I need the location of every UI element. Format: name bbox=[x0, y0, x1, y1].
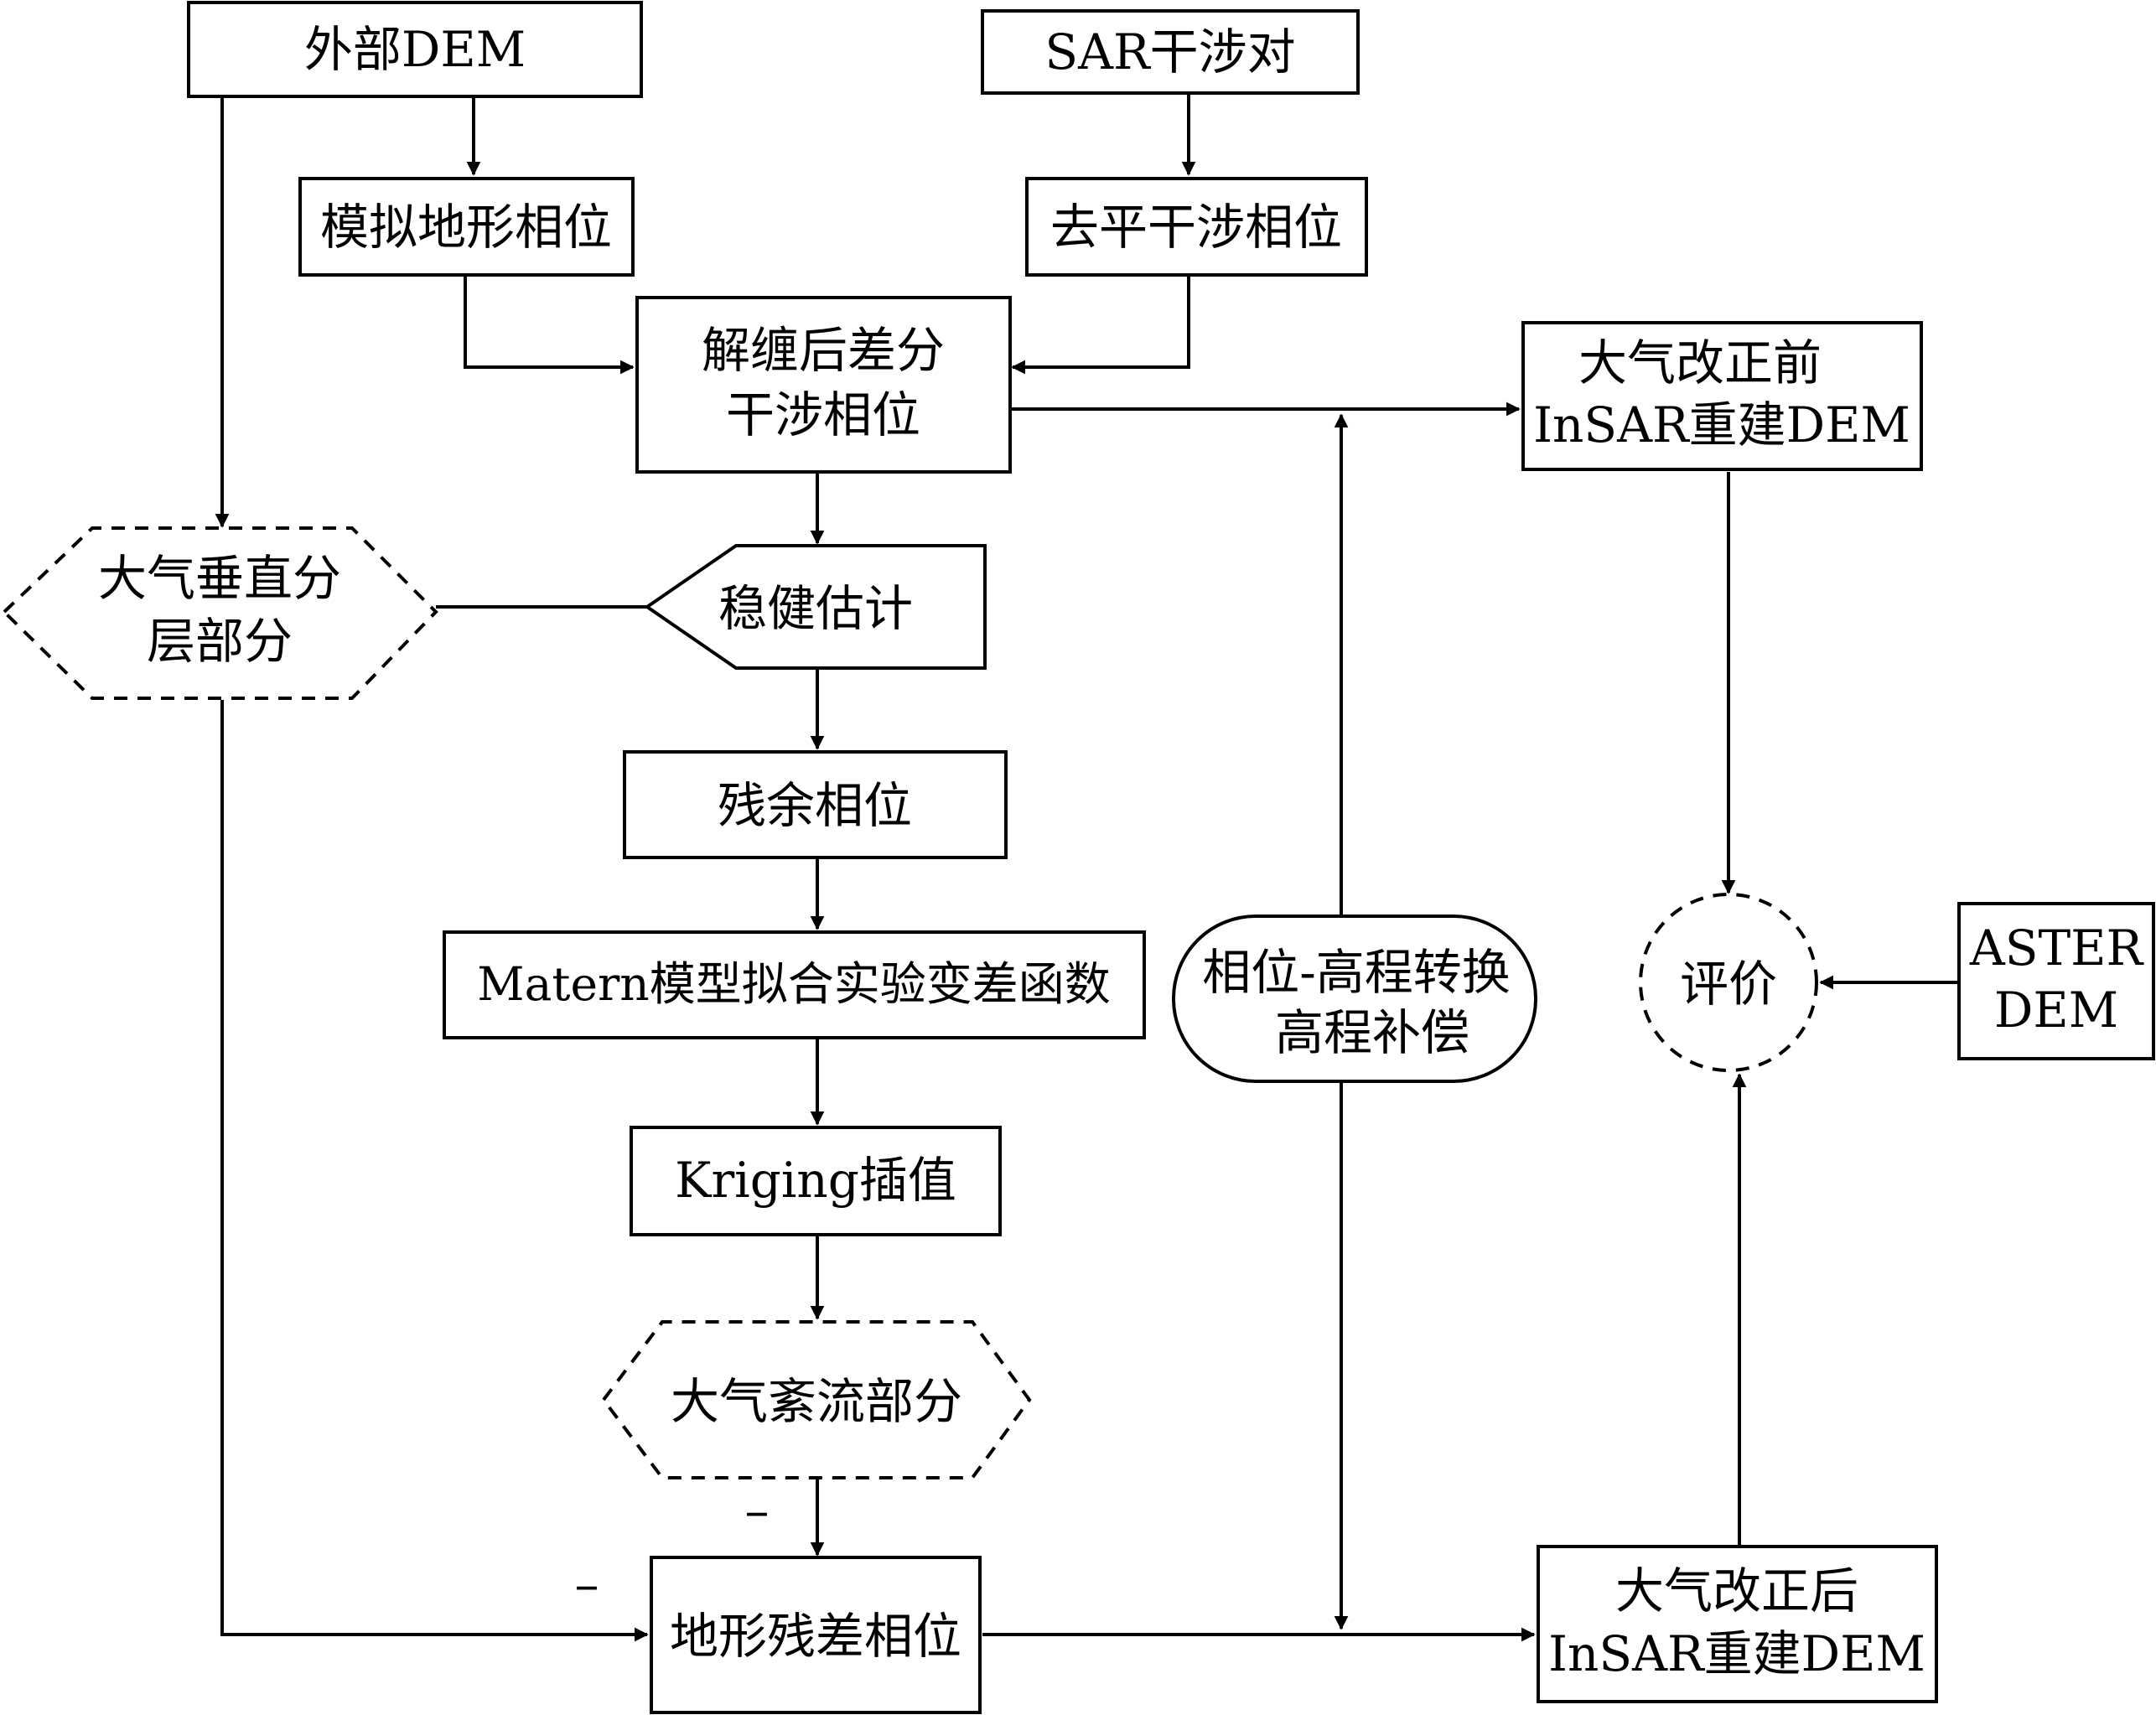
node-before-correction: 大气改正前 InSAR重建DEM bbox=[1521, 321, 1923, 471]
node-evaluation: 评价 bbox=[1639, 893, 1818, 1072]
node-external-dem: 外部DEM bbox=[187, 1, 643, 98]
atm-vertical-line1: 大气垂直分 bbox=[98, 550, 341, 607]
simulated-phase-label: 模拟地形相位 bbox=[320, 199, 612, 256]
node-kriging: Kriging插值 bbox=[630, 1126, 1002, 1236]
node-unwrapped-diff: 解缠后差分 干涉相位 bbox=[635, 296, 1012, 474]
atm-turbulent-label: 大气紊流部分 bbox=[671, 1373, 962, 1430]
unwrapped-diff-line1: 解缠后差分 bbox=[702, 322, 945, 379]
flattened-phase-label: 去平干涉相位 bbox=[1050, 199, 1342, 256]
evaluation-label: 评价 bbox=[1680, 956, 1777, 1013]
node-atm-vertical: 大气垂直分 层部分 bbox=[2, 526, 438, 700]
node-phase-height: 相位-高程转换 高程补偿 bbox=[1172, 914, 1537, 1083]
unwrapped-diff-line2: 干涉相位 bbox=[726, 386, 920, 443]
residual-phase-label: 残余相位 bbox=[718, 777, 912, 834]
robust-estimation-label: 稳健估计 bbox=[718, 580, 913, 637]
matern-fit-label: Matern模型拟合实验变差函数 bbox=[477, 957, 1110, 1011]
sar-pair-label: SAR干涉对 bbox=[1044, 23, 1295, 80]
minus-sign-turbulent: – bbox=[745, 1482, 770, 1539]
node-simulated-phase: 模拟地形相位 bbox=[298, 177, 635, 277]
edges bbox=[215, 93, 1957, 1642]
node-after-correction: 大气改正后 InSAR重建DEM bbox=[1537, 1545, 1938, 1703]
before-correction-line2: InSAR重建DEM bbox=[1533, 396, 1910, 453]
after-correction-line1: 大气改正后 bbox=[1615, 1562, 1858, 1619]
external-dem-label: 外部DEM bbox=[304, 21, 526, 78]
edge-flatphase-to-unwrapped bbox=[1011, 275, 1190, 375]
node-residual-phase: 残余相位 bbox=[623, 750, 1008, 859]
edge-atm-vertical-to-terrain bbox=[220, 700, 649, 1642]
aster-dem-line1: ASTER bbox=[1969, 920, 2145, 977]
before-correction-line1: 大气改正前 bbox=[1578, 334, 1822, 391]
node-aster-dem: ASTER DEM bbox=[1957, 902, 2155, 1060]
node-sar-pair: SAR干涉对 bbox=[981, 9, 1360, 95]
kriging-label: Kriging插值 bbox=[675, 1152, 956, 1209]
node-atm-turbulent: 大气紊流部分 bbox=[601, 1320, 1032, 1479]
phase-height-line2: 高程补偿 bbox=[1275, 1004, 1469, 1061]
node-matern-fit: Matern模型拟合实验变差函数 bbox=[443, 930, 1146, 1039]
edge-simphase-to-unwrapped bbox=[464, 275, 635, 375]
aster-dem-line2: DEM bbox=[1994, 982, 2118, 1039]
terrain-residual-label: 地形残差相位 bbox=[670, 1608, 961, 1665]
node-robust-estimation: 稳健估计 bbox=[644, 544, 987, 670]
atm-vertical-line2: 层部分 bbox=[147, 613, 293, 670]
minus-sign-vertical: – bbox=[575, 1556, 599, 1613]
phase-height-line1: 相位-高程转换 bbox=[1202, 944, 1511, 1001]
after-correction-line2: InSAR重建DEM bbox=[1548, 1625, 1925, 1682]
node-terrain-residual: 地形残差相位 bbox=[650, 1556, 982, 1714]
node-flattened-phase: 去平干涉相位 bbox=[1025, 177, 1368, 277]
